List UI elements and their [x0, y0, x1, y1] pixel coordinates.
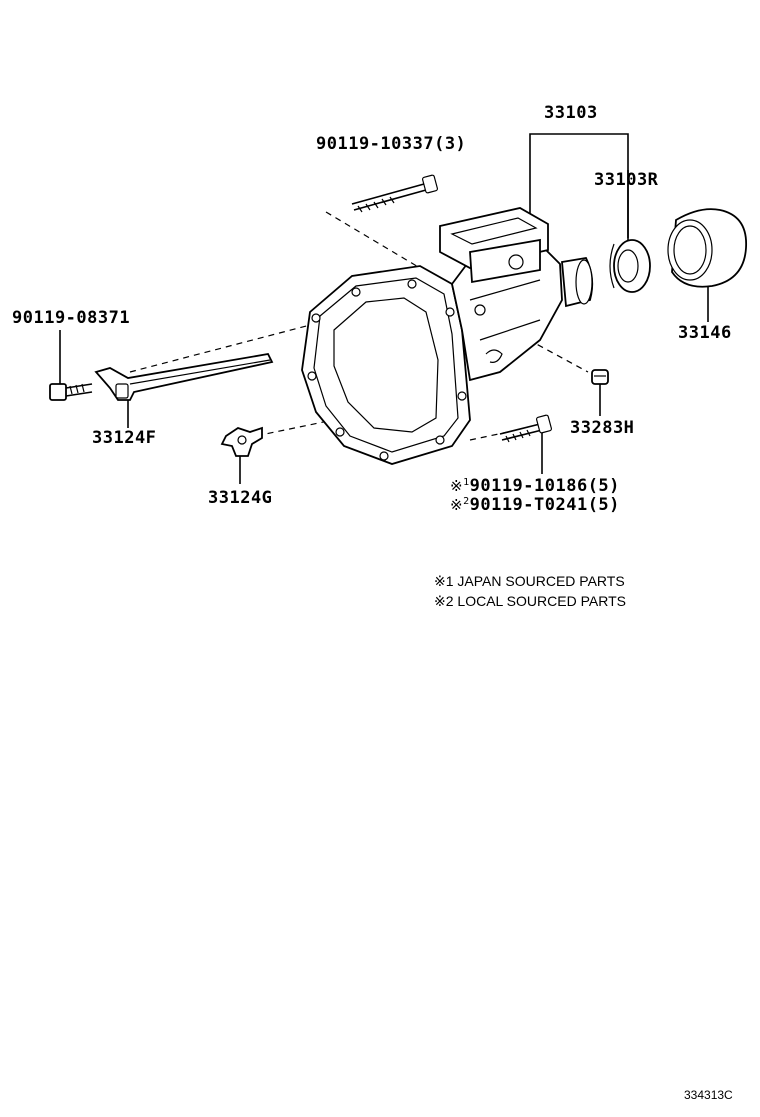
note-local-sourced: ※2 LOCAL SOURCED PARTS — [434, 593, 626, 609]
callout-33146: 33146 — [678, 323, 732, 343]
callout-33103r: 33103R — [594, 170, 659, 190]
callout-90119-10186: ※190119-10186(5) — [450, 476, 620, 496]
oil-seal-33103r — [609, 239, 651, 293]
bolt-90119-10337 — [351, 174, 439, 213]
callout-33103: 33103 — [544, 103, 598, 123]
japan-mark: ※1 — [450, 477, 470, 495]
shift-head-33124g — [220, 426, 263, 457]
callout-33124g: 33124G — [208, 488, 273, 508]
local-mark: ※2 — [450, 496, 470, 514]
plug-33283h — [591, 369, 609, 385]
callout-33124f: 33124F — [92, 428, 157, 448]
bolt-90119-10186 — [499, 414, 553, 443]
callout-90119-10337: 90119-10337(3) — [316, 134, 467, 154]
illustration-id: 334313C — [684, 1088, 733, 1102]
callout-33283h: 33283H — [570, 418, 635, 438]
dust-cover-33146 — [667, 208, 747, 288]
extension-housing-33103 — [301, 207, 594, 465]
callout-90119-t0241: ※290119-T0241(5) — [450, 495, 620, 515]
callout-90119-08371: 90119-08371 — [12, 308, 131, 328]
bolt-90119-08371 — [49, 383, 93, 401]
note-japan-sourced: ※1 JAPAN SOURCED PARTS — [434, 573, 625, 589]
shift-lever-33124f — [94, 353, 274, 401]
